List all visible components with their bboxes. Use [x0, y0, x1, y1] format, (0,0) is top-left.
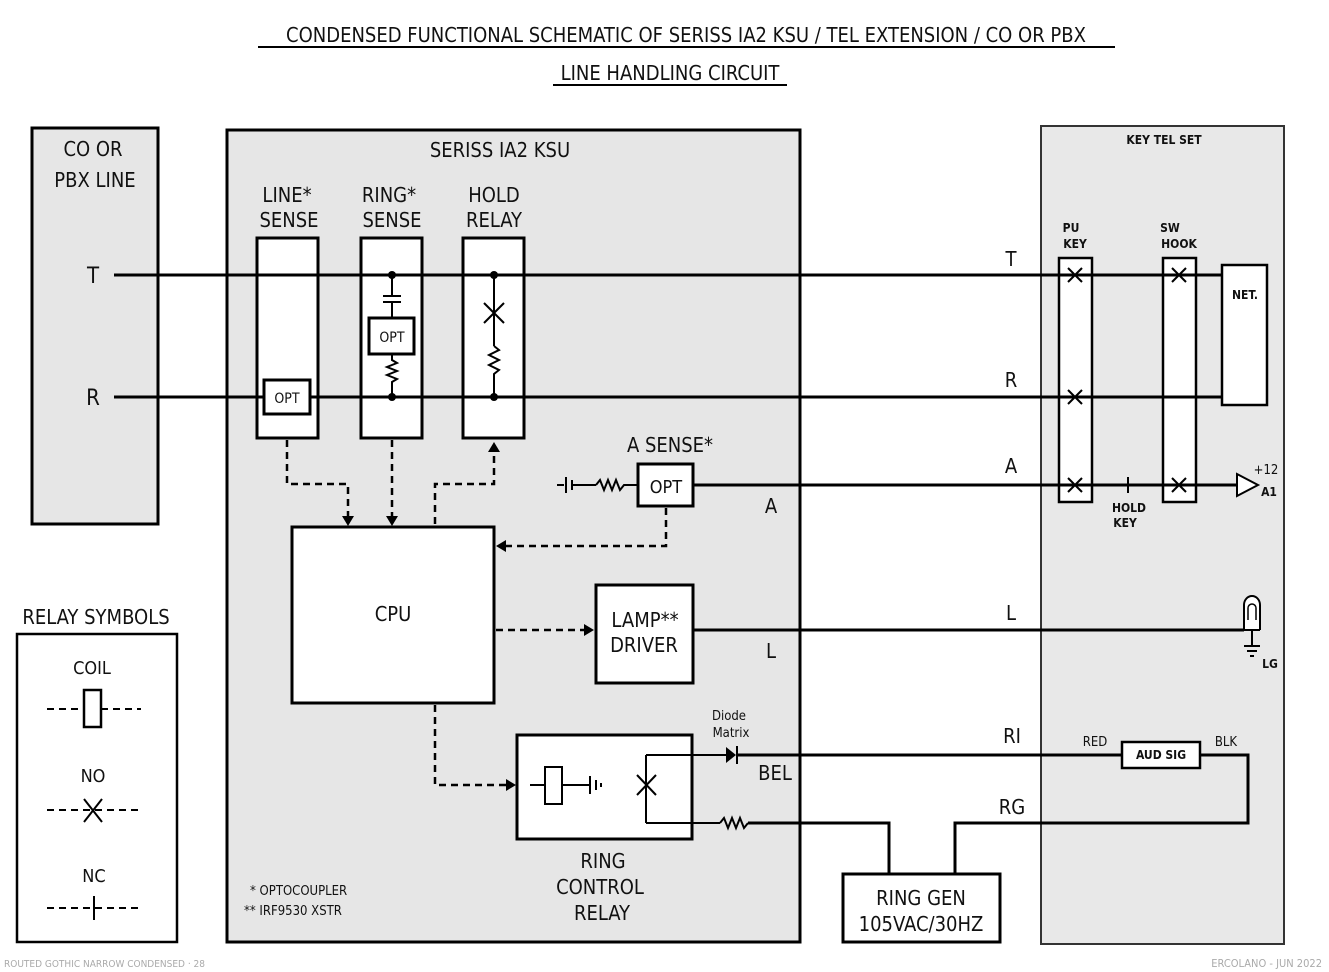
line-sense-opt: [262, 378, 312, 416]
ring-sense-label-1: RING*: [362, 183, 416, 207]
pu-key-label-1: PU: [1063, 221, 1080, 235]
sw-hook-label-2: HOOK: [1161, 237, 1197, 251]
title-line2: LINE HANDLING CIRCUIT: [561, 61, 781, 85]
pu-key-switch: [1057, 256, 1094, 504]
title-line1: CONDENSED FUNCTIONAL SCHEMATIC OF SERISS…: [286, 23, 1086, 47]
ring-gen-box: [841, 872, 1002, 944]
hold-key-label-1: HOLD: [1112, 501, 1146, 515]
ring-gen-label-2: 105VAC/30HZ: [859, 912, 984, 936]
relay-no-label: NO: [81, 766, 106, 787]
ring-control-relay-label-1: RING: [580, 849, 625, 873]
aud-sig-box: [1120, 740, 1202, 770]
line-sense-label-1: LINE*: [262, 183, 311, 207]
footer-right: ERCOLANO - JUN 2022: [1211, 957, 1322, 970]
t-wire-label: T: [1005, 247, 1018, 271]
hold-key-label-2: KEY: [1113, 516, 1137, 530]
r-wire-label: R: [1005, 368, 1018, 392]
sw-hook-label-1: SW: [1160, 221, 1180, 235]
sw-hook-switch: [1161, 256, 1198, 504]
diode-matrix-label-1: Diode: [712, 709, 746, 724]
net-label: NET.: [1232, 288, 1258, 302]
relay-nc-label: NC: [82, 866, 105, 887]
blk-label: BLK: [1215, 735, 1238, 750]
bel-label: BEL: [758, 761, 792, 785]
coil-symbol: [82, 688, 103, 729]
cpu-box: [290, 525, 496, 705]
red-label: RED: [1083, 735, 1108, 750]
ksu-title: SERISS IA2 KSU: [430, 138, 570, 162]
lamp-driver-label-1: LAMP**: [611, 608, 678, 632]
ring-sense-label-2: SENSE: [362, 208, 421, 232]
relay-symbols-title: RELAY SYMBOLS: [22, 605, 169, 629]
hold-relay-label-1: HOLD: [468, 183, 520, 207]
a-sense-label: A SENSE*: [627, 433, 713, 457]
co-r-label: R: [86, 386, 100, 411]
net-box: [1220, 263, 1269, 407]
relay-coil-label: COIL: [73, 658, 111, 679]
footnote-optocoupler: * OPTOCOUPLER: [250, 884, 347, 899]
line-sense-opt-label: OPT: [274, 391, 300, 407]
no-contact-symbol: [83, 798, 103, 823]
a-sense-opt-label: OPT: [650, 477, 683, 498]
ksu-l-output-label: L: [766, 639, 776, 663]
ring-sense-opt-label: OPT: [379, 330, 405, 346]
lamp-driver-box: [594, 583, 695, 685]
co-pbx-line-box: [30, 126, 160, 526]
l-wire-label: L: [1006, 601, 1016, 625]
ksu-a-output-label: A: [765, 494, 778, 518]
a-wire-label: A: [1005, 454, 1018, 478]
footnote-irf9530: ** IRF9530 XSTR: [244, 904, 342, 919]
ring-gen-label-1: RING GEN: [876, 886, 966, 910]
pu-key-label-2: KEY: [1063, 237, 1087, 251]
aud-sig-label: AUD SIG: [1136, 748, 1186, 762]
rg-wire: [953, 753, 1250, 873]
line-sense-label-2: SENSE: [259, 208, 318, 232]
cpu-label: CPU: [375, 602, 412, 626]
hold-relay-label-2: RELAY: [466, 208, 523, 232]
co-t-label: T: [86, 264, 100, 289]
co-label: CO OR: [63, 137, 122, 161]
diode-matrix-label-2: Matrix: [713, 726, 750, 741]
a1-amplifier-symbol: [1236, 472, 1261, 498]
a1-label: A1: [1261, 485, 1277, 499]
pbx-line-label: PBX LINE: [54, 168, 135, 192]
a-sense-opt: [636, 462, 695, 508]
ri-wire-label: RI: [1003, 724, 1021, 748]
key-tel-set-title: KEY TEL SET: [1126, 133, 1202, 147]
plus12-label: +12: [1254, 463, 1279, 478]
relay-symbols-box: [15, 632, 179, 944]
footer-left: ROUTED GOTHIC NARROW CONDENSED · 28: [4, 959, 205, 970]
rg-wire-label: RG: [999, 795, 1025, 819]
ring-control-relay-label-3: RELAY: [574, 901, 631, 925]
ring-control-relay-label-2: CONTROL: [556, 875, 644, 899]
lg-label: LG: [1262, 657, 1278, 671]
lamp-lg-icon: [1243, 595, 1261, 657]
lamp-driver-label-2: DRIVER: [610, 633, 678, 657]
